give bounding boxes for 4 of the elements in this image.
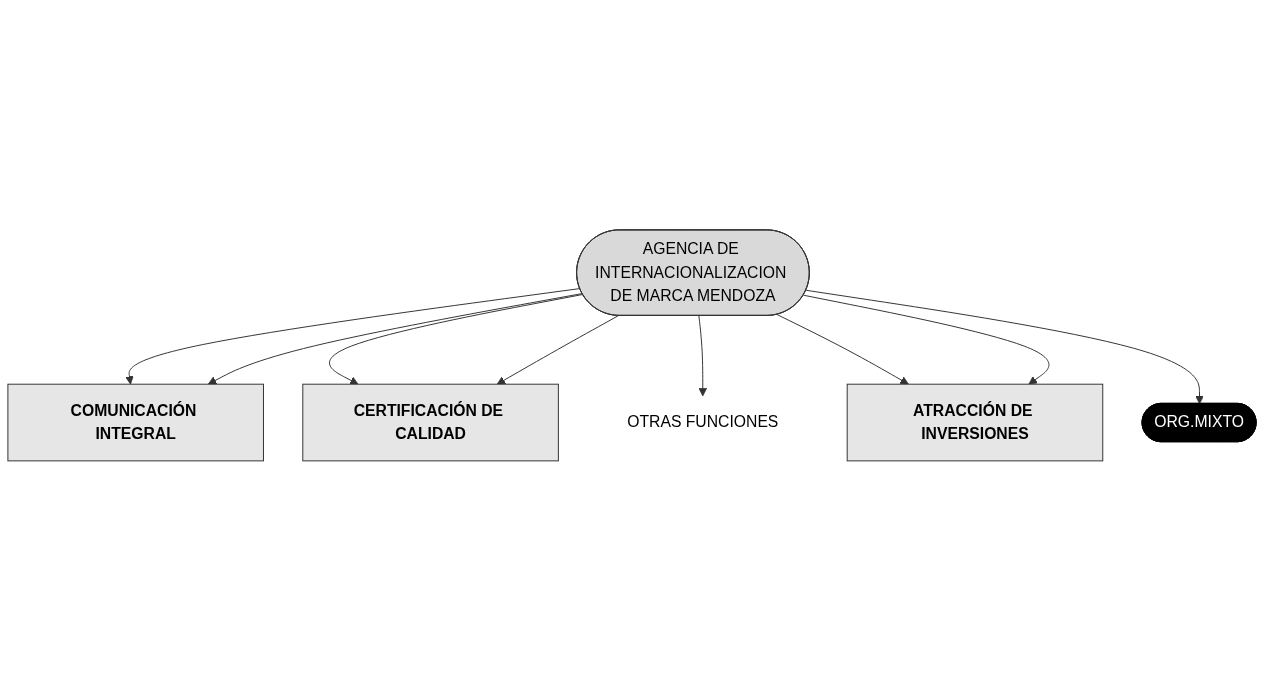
- node-box: COMUNICACIÓN INTEGRAL: [7, 383, 264, 461]
- node-box: CERTIFICACIÓN DE CALIDAD: [302, 383, 559, 461]
- node-text: OTRAS FUNCIONES: [627, 413, 779, 431]
- node-box: ATRACCIÓN DE INVERSIONES: [846, 383, 1104, 461]
